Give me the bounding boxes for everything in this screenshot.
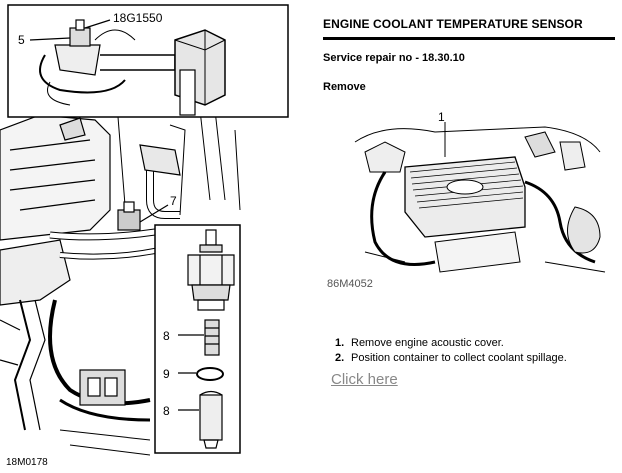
callout-7: 7: [170, 194, 177, 208]
callout-9: 9: [163, 367, 170, 381]
step-item: 2. Position container to collect coolant …: [335, 352, 567, 364]
callout-8-bottom: 8: [163, 404, 170, 418]
figure-caption: 18M0178: [6, 457, 48, 468]
step-text: Position container to collect coolant sp…: [351, 352, 567, 364]
step-item: 1. Remove engine acoustic cover.: [335, 337, 567, 349]
engine-photo-illustration: 1: [354, 112, 606, 273]
part-number-label: 18G1550: [113, 11, 163, 25]
procedure-steps: 1. Remove engine acoustic cover. 2. Positi…: [335, 337, 567, 367]
photo-caption: 86M4052: [327, 278, 373, 290]
step-text: Remove engine acoustic cover.: [351, 337, 504, 349]
procedure-panel: ENGINE COOLANT TEMPERATURE SENSOR Servic…: [323, 0, 615, 473]
service-repair-number: Service repair no - 18.30.10: [323, 52, 465, 64]
photo-callout-1: 1: [438, 112, 445, 124]
callout-5: 5: [18, 33, 25, 47]
step-number: 2.: [335, 352, 345, 364]
engine-sensor-illustration: 5 18G1550 7 8 9 8 18M0178: [0, 4, 289, 468]
click-here-link[interactable]: Click here: [331, 371, 398, 388]
section-heading: Remove: [323, 81, 366, 93]
callout-8-top: 8: [163, 329, 170, 343]
step-number: 1.: [335, 337, 345, 349]
page-title: ENGINE COOLANT TEMPERATURE SENSOR: [323, 17, 615, 40]
